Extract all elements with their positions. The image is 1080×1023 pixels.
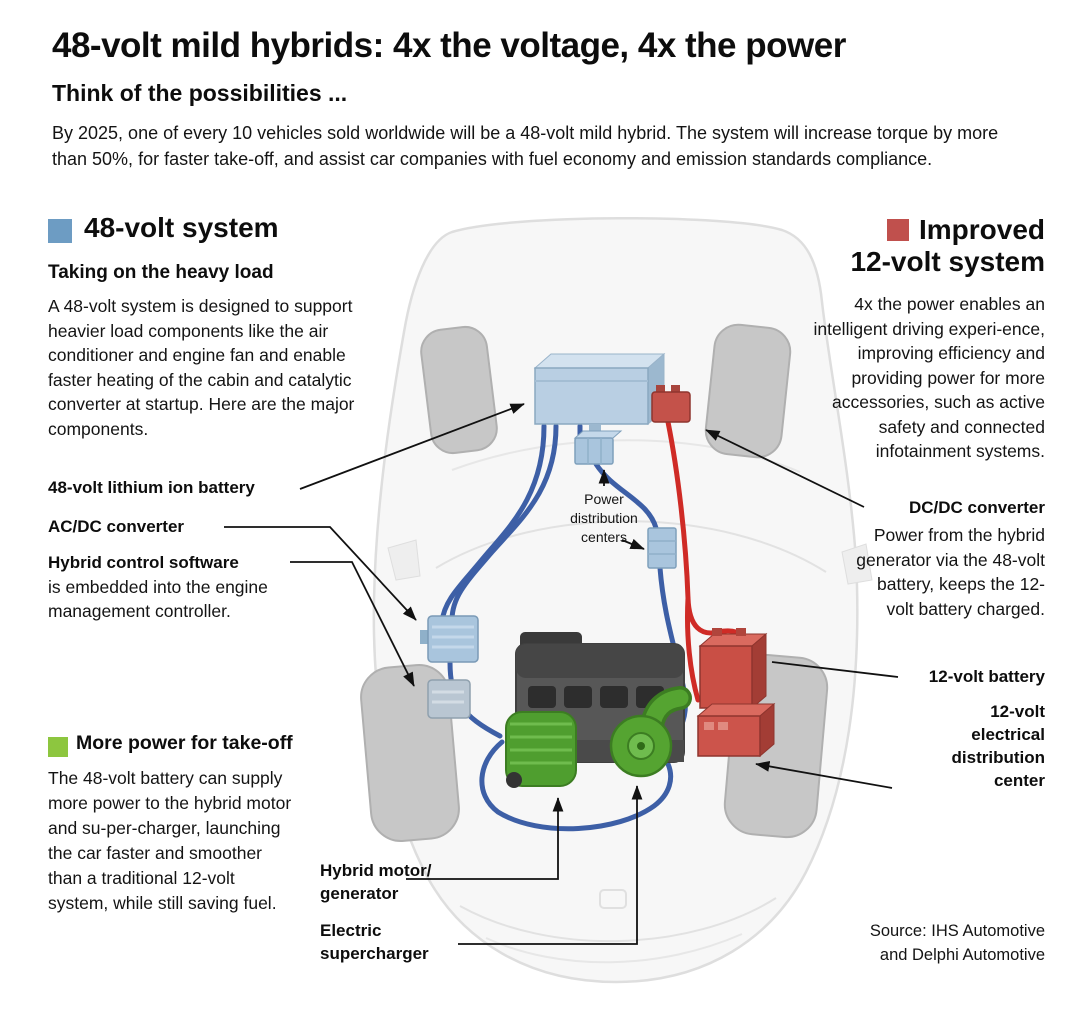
section-12v-body: 4x the power enables an intelligent driv… [813, 294, 1045, 461]
label-hybrid-motor: Hybrid motor/ generator [320, 860, 431, 906]
hybrid-motor-generator [505, 711, 577, 788]
motor-line-1: Hybrid motor/ [320, 861, 432, 880]
dcdc-converter [651, 385, 691, 423]
page-title: 48-volt mild hybrids: 4x the voltage, 4x… [52, 26, 846, 65]
power-distribution-center-1 [573, 430, 623, 465]
red-legend-square [886, 219, 909, 242]
supercharger-line-1: Electric [320, 921, 382, 940]
source-line-2: and Delphi Automotive [879, 945, 1045, 964]
label-electric-supercharger: Electric supercharger [320, 920, 429, 966]
label-hybrid-control: Hybrid control software is embedded into… [48, 552, 343, 624]
label-acdc-converter: AC/DC converter [48, 517, 185, 536]
label-dcdc-converter: DC/DC converter [908, 498, 1045, 517]
leader-dcdc [705, 429, 865, 508]
section-12v-heading-line2: 12-volt system [850, 246, 1045, 278]
label-12v-battery: 12-volt battery [928, 667, 1045, 686]
section-48v-body: A 48-volt system is designed to support … [48, 296, 355, 439]
section-12v-heading-line1: Improved [918, 214, 1045, 245]
pdc-line-1: Power [584, 491, 624, 507]
pdc-line-2: distribution [570, 509, 638, 526]
distribution-center-12v [696, 702, 776, 758]
label-hybrid-control-bold: Hybrid control software [48, 553, 239, 572]
dist-line-4: center [993, 770, 1045, 790]
dist-line-3: distribution [951, 747, 1045, 767]
blue-legend-square [48, 219, 72, 243]
acdc-converter-component [420, 615, 479, 663]
leader-acdc [224, 526, 417, 621]
hybrid-control-component [427, 679, 471, 719]
leader-48v-battery [299, 403, 525, 490]
battery-12v [698, 628, 768, 710]
label-12v-dist-center: 12-volt electrical distribution center [885, 701, 1045, 793]
source-credit: Source: IHS Automotive and Delphi Automo… [835, 920, 1045, 968]
source-line-1: Source: IHS Automotive [869, 922, 1045, 940]
dist-line-1: 12-volt [990, 702, 1045, 721]
label-power-distribution-centers: Power distribution centers [556, 490, 652, 547]
leader-dist-center [755, 761, 893, 789]
supercharger-line-2: supercharger [320, 943, 429, 963]
power-distribution-center-2 [647, 527, 677, 569]
label-dcdc-body: Power from the hybrid generator via the … [856, 525, 1045, 619]
leader-hybrid-control [290, 561, 415, 687]
green-legend-square [48, 737, 68, 757]
leader-supercharger [458, 785, 643, 945]
pdc-line-3: centers [581, 528, 627, 545]
wheel-front-left [420, 325, 498, 455]
dist-line-2: electrical [971, 724, 1045, 744]
electric-supercharger [609, 686, 692, 778]
section-takeoff-body: The 48-volt battery can supply more powe… [48, 768, 292, 914]
intro-paragraph: By 2025, one of every 10 vehicles sold w… [52, 123, 999, 170]
section-12v-heading: Improved 12-volt system [828, 214, 1045, 278]
right-mirror [841, 543, 873, 585]
leader-pdc-down [621, 538, 645, 550]
section-48v-heading: 48-volt system [84, 212, 279, 243]
battery-48v [533, 352, 666, 436]
leader-12v-battery [771, 661, 899, 678]
page-subtitle: Think of the possibilities ... [52, 80, 348, 106]
section-48v-subheading: Taking on the heavy load [48, 262, 274, 283]
left-mirror [387, 539, 421, 581]
car-logo [599, 889, 627, 909]
leader-hybrid-motor [406, 797, 564, 880]
label-48v-battery: 48-volt lithium ion battery [48, 478, 255, 497]
wheel-front-right [704, 323, 792, 459]
label-hybrid-control-rest: is embedded into the engine management c… [48, 576, 268, 622]
callout-lines [224, 403, 899, 945]
section-takeoff-heading: More power for take-off [76, 732, 293, 754]
motor-line-2: generator [320, 883, 399, 903]
